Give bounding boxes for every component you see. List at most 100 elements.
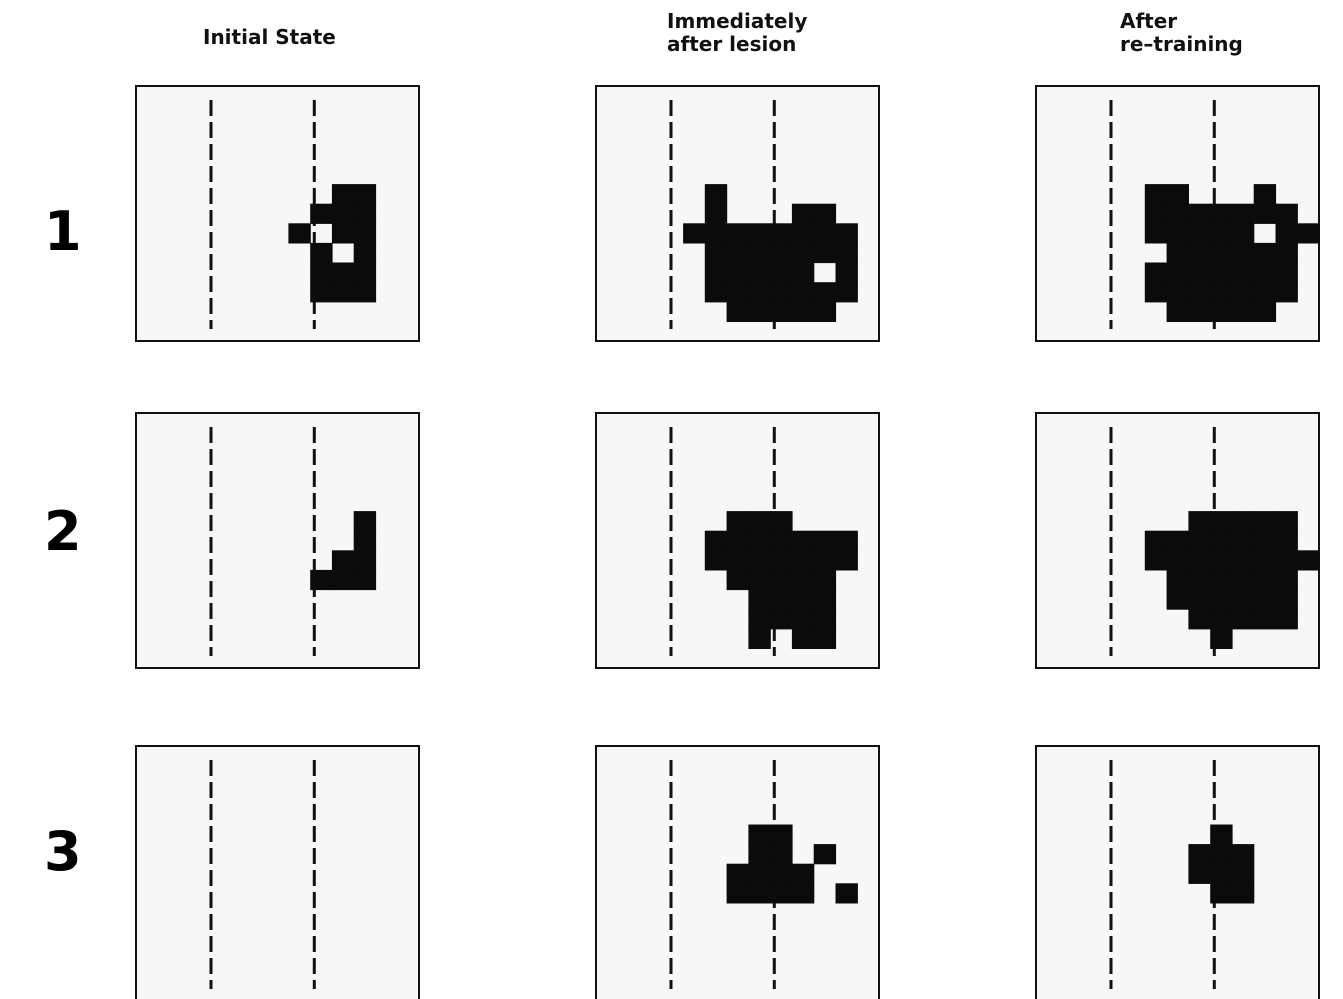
active-cell xyxy=(1210,864,1232,884)
active-cell xyxy=(1232,243,1254,263)
active-cell xyxy=(354,531,376,551)
active-cell xyxy=(1145,223,1167,243)
active-cell xyxy=(1188,263,1210,283)
active-cell xyxy=(748,263,770,283)
active-cell xyxy=(792,629,814,649)
active-cell xyxy=(1188,223,1210,243)
active-cell xyxy=(683,223,705,243)
active-cell xyxy=(705,223,727,243)
active-cell xyxy=(310,263,332,283)
active-cell xyxy=(1188,844,1210,864)
active-cell xyxy=(814,223,836,243)
active-cell xyxy=(727,263,749,283)
active-cell xyxy=(770,223,792,243)
active-cell xyxy=(310,204,332,224)
active-cell xyxy=(1210,243,1232,263)
panel-2-lesion xyxy=(596,413,879,668)
active-cell xyxy=(1188,570,1210,590)
active-cell xyxy=(748,243,770,263)
active-cell xyxy=(1232,263,1254,283)
active-cell xyxy=(792,302,814,322)
active-cell xyxy=(748,223,770,243)
panel-frame xyxy=(136,413,419,668)
active-cell xyxy=(1145,263,1167,283)
active-cell xyxy=(1254,243,1276,263)
active-cell xyxy=(1210,590,1232,610)
active-cell xyxy=(814,302,836,322)
active-cell xyxy=(1276,590,1298,610)
active-cell xyxy=(1254,282,1276,302)
panel-1-retrain xyxy=(1036,86,1320,341)
active-cell xyxy=(1254,570,1276,590)
active-cell xyxy=(1167,590,1189,610)
active-cell xyxy=(792,531,814,551)
active-cell xyxy=(1210,282,1232,302)
panel-1-initial xyxy=(136,86,419,341)
active-cell xyxy=(1188,531,1210,551)
active-cell xyxy=(1210,825,1232,845)
active-cell xyxy=(1210,223,1232,243)
active-cell xyxy=(1254,550,1276,570)
active-cell xyxy=(727,550,749,570)
active-cell xyxy=(727,531,749,551)
active-cell xyxy=(792,223,814,243)
active-cell xyxy=(332,223,354,243)
active-cell xyxy=(792,864,814,884)
active-cell xyxy=(1188,204,1210,224)
active-cell xyxy=(748,883,770,903)
active-cell xyxy=(1167,550,1189,570)
active-cell xyxy=(792,282,814,302)
active-cell xyxy=(1254,263,1276,283)
active-cell xyxy=(792,570,814,590)
active-cell xyxy=(748,531,770,551)
active-cell xyxy=(1210,550,1232,570)
active-cell xyxy=(705,243,727,263)
active-cell xyxy=(1297,223,1319,243)
active-cell xyxy=(1232,204,1254,224)
active-cell xyxy=(1167,302,1189,322)
active-cell xyxy=(1167,263,1189,283)
active-cell xyxy=(354,223,376,243)
active-cell xyxy=(354,204,376,224)
active-cell xyxy=(1254,184,1276,204)
active-cell xyxy=(814,204,836,224)
active-cell xyxy=(1210,844,1232,864)
active-cell xyxy=(1254,204,1276,224)
panel-frame xyxy=(136,86,419,341)
active-cell xyxy=(748,825,770,845)
active-cell xyxy=(814,282,836,302)
active-cell xyxy=(748,282,770,302)
active-cell xyxy=(705,550,727,570)
active-cell xyxy=(1167,223,1189,243)
active-cell xyxy=(354,511,376,531)
active-cell xyxy=(1188,243,1210,263)
active-cell xyxy=(1254,609,1276,629)
panel-3-lesion xyxy=(596,746,879,999)
active-cell xyxy=(1167,282,1189,302)
active-cell xyxy=(748,590,770,610)
active-cell xyxy=(1232,511,1254,531)
active-cell xyxy=(1167,184,1189,204)
active-cell xyxy=(727,223,749,243)
active-cell xyxy=(332,204,354,224)
panel-3-retrain xyxy=(1036,746,1319,999)
active-cell xyxy=(792,550,814,570)
active-cell xyxy=(1254,531,1276,551)
active-cell xyxy=(727,243,749,263)
active-cell xyxy=(792,609,814,629)
active-cell xyxy=(727,864,749,884)
panel-2-initial xyxy=(136,413,419,668)
active-cell xyxy=(354,263,376,283)
active-cell xyxy=(705,282,727,302)
active-cell xyxy=(1188,609,1210,629)
active-cell xyxy=(310,282,332,302)
active-cell xyxy=(836,531,858,551)
active-cell xyxy=(1276,263,1298,283)
active-cell xyxy=(836,263,858,283)
active-cell xyxy=(748,864,770,884)
active-cell xyxy=(770,550,792,570)
active-cell xyxy=(1297,550,1319,570)
active-cell xyxy=(748,609,770,629)
active-cell xyxy=(1145,550,1167,570)
